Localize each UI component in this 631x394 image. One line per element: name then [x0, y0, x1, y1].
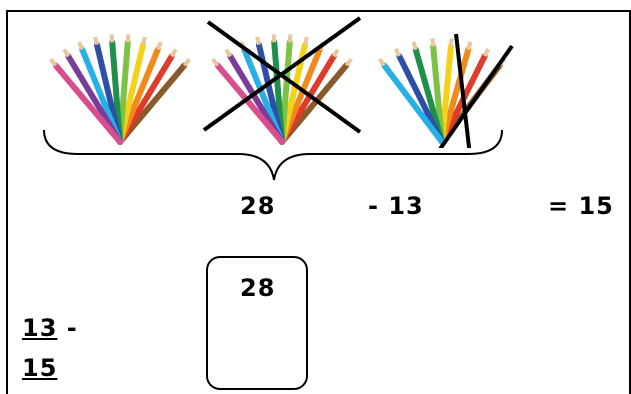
- pencil-tip: [255, 36, 261, 46]
- pencil-tip: [182, 57, 191, 67]
- pencil-fan: [377, 38, 507, 145]
- pencil-group-3-partial-crossed: [377, 33, 514, 148]
- pencil-tip: [430, 38, 436, 47]
- pencil-group-1: [49, 34, 191, 145]
- cross-line: [206, 20, 362, 134]
- curly-brace: [43, 129, 503, 181]
- column-number-1: 13: [22, 314, 58, 342]
- pencil-tip: [331, 48, 340, 58]
- pencil-tip: [169, 48, 178, 58]
- column-line-2: 15: [22, 354, 57, 382]
- pencil: [381, 62, 445, 145]
- pencil: [52, 62, 123, 145]
- pencil-tip: [448, 38, 454, 47]
- cross-line: [202, 16, 362, 132]
- pencil-tip: [271, 34, 277, 43]
- pencil-tip: [125, 34, 131, 43]
- cross-line: [438, 44, 514, 148]
- pencil-tip: [482, 47, 491, 57]
- equation-total: 28: [240, 192, 276, 220]
- pencil-tip: [211, 57, 220, 67]
- box-value: 28: [240, 274, 276, 302]
- pencil-tip: [109, 34, 115, 43]
- frame-right-border: [629, 10, 631, 394]
- pencil-fan: [211, 34, 353, 145]
- column-number-2: 15: [22, 354, 58, 382]
- pencil-fan: [49, 34, 191, 145]
- pencil-tip: [77, 41, 85, 51]
- pencil-tip: [287, 34, 293, 43]
- pencil-tip: [224, 48, 233, 58]
- column-operator: -: [66, 314, 78, 342]
- equation-minus-term: - 13: [368, 192, 424, 220]
- pencil: [214, 62, 285, 145]
- cross-line: [454, 33, 472, 148]
- frame-top-border: [6, 10, 631, 12]
- pencil-tip: [155, 41, 163, 51]
- pencil-tip: [466, 41, 473, 51]
- number-box: [206, 256, 308, 390]
- frame-left-border: [6, 10, 8, 394]
- pencil-tip: [411, 41, 418, 51]
- pencil-tip: [49, 57, 58, 67]
- pencil-tip: [141, 36, 147, 46]
- pencil-tip: [344, 57, 353, 67]
- column-line-1: 13 -: [22, 314, 78, 342]
- equation-result: = 15: [548, 192, 614, 220]
- pencil-tip: [62, 48, 71, 58]
- pencil-tip: [303, 36, 309, 46]
- pencil-tip: [377, 57, 386, 67]
- pencil-tip: [393, 47, 402, 57]
- pencil-tip: [93, 36, 99, 46]
- pencil-group-2-crossed: [202, 16, 362, 145]
